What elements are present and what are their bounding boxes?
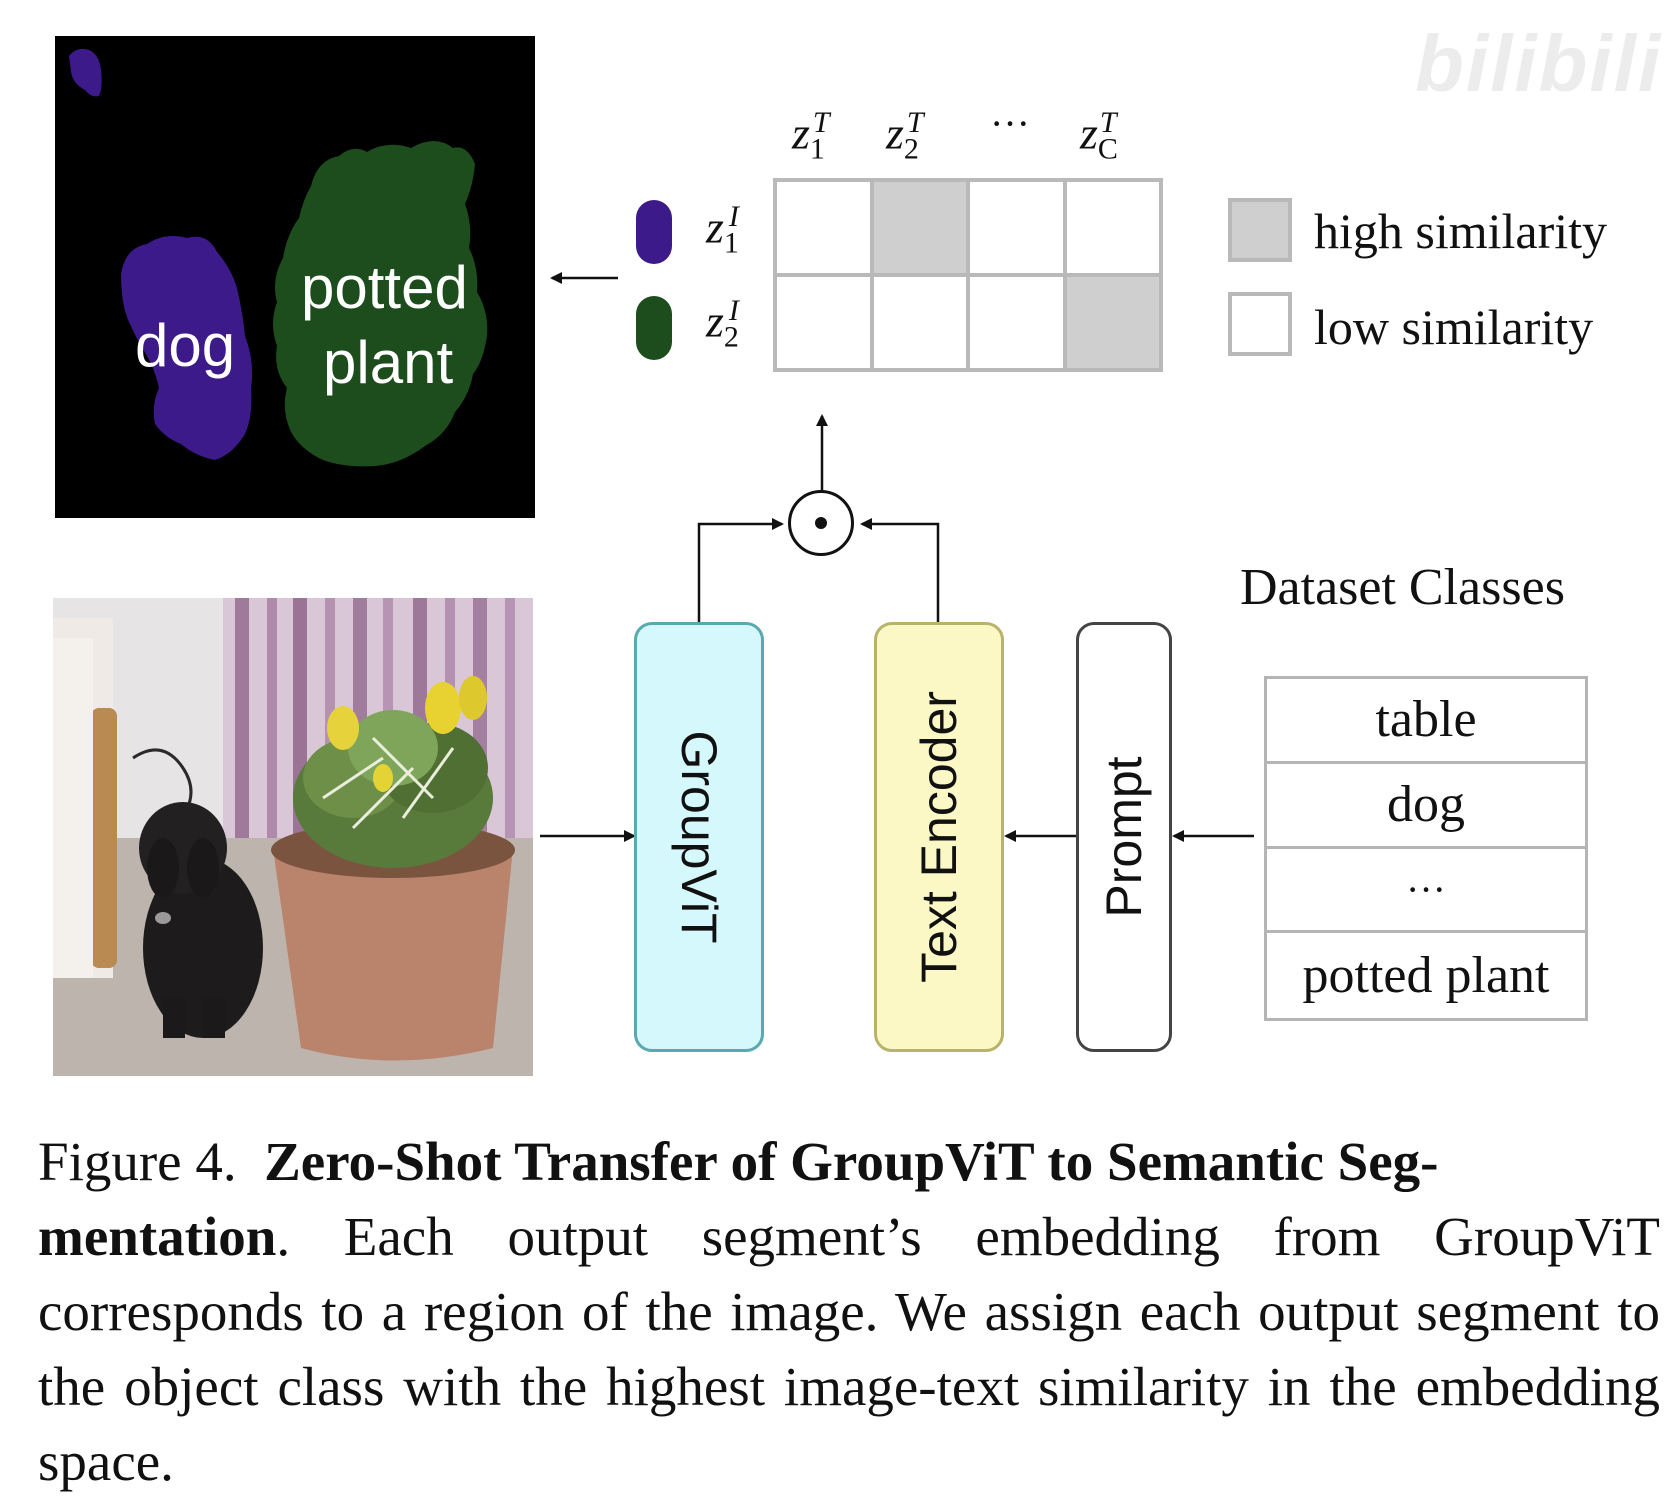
- dataset-classes-table: table dog ··· potted plant: [1264, 676, 1588, 1021]
- col-header-z1T: z1T: [792, 106, 830, 166]
- col-header-z2T: z2T: [886, 106, 924, 166]
- text-encoder-block: Text Encoder: [874, 622, 1004, 1052]
- text-encoder-label: Text Encoder: [911, 691, 967, 983]
- matrix-cell-r2-c2-low: [873, 277, 966, 368]
- row-header-z2I: z2I: [706, 294, 739, 354]
- matrix-cell-r1-c3-low: [970, 182, 1063, 273]
- matrix-cell-r1-c4-low: [1066, 182, 1159, 273]
- row-color-marker-2: [636, 296, 672, 360]
- dog-segment-fragment: [69, 48, 102, 97]
- class-row-ellipsis: ···: [1267, 849, 1585, 934]
- matrix-cell-r1-c1-low: [777, 182, 870, 273]
- row-header-z1I: z1I: [706, 200, 739, 260]
- segmentation-mask: [69, 48, 488, 467]
- diagram-connectors: [540, 272, 1254, 842]
- poodle: [139, 802, 263, 1038]
- row-color-marker-1: [636, 200, 672, 264]
- dog-and-plant-photo: [53, 598, 533, 1076]
- legend-label-high: high similarity: [1314, 203, 1608, 259]
- segmentation-output-image: dog potted plant: [55, 36, 535, 518]
- dog-segment: [121, 236, 253, 460]
- dot-product-dot: [815, 517, 827, 529]
- col-header-zCT: zCT: [1080, 106, 1118, 166]
- arrow-textencoder-to-operator: [860, 518, 940, 622]
- matrix-cell-r2-c4-high: [1066, 277, 1159, 368]
- prompt-block: Prompt: [1076, 622, 1172, 1052]
- legend-label-low: low similarity: [1314, 299, 1594, 355]
- class-row-potted-plant: potted plant: [1302, 947, 1550, 1005]
- col-header-ellipsis: ···: [990, 101, 1030, 146]
- dog-segment-label: dog: [135, 312, 236, 379]
- matrix-cell-r2-c1-low: [777, 277, 870, 368]
- potted-segment-label: potted: [301, 254, 468, 321]
- plant-segment: [273, 141, 488, 467]
- class-row-table: table: [1267, 679, 1585, 764]
- plant-segment-label: plant: [323, 329, 454, 396]
- caption-bold-title: Zero-Shot Transfer of GroupViT to Semant…: [38, 1131, 1439, 1267]
- similarity-matrix: [773, 178, 1163, 372]
- caption-body: . Each output segment’s embedding from G…: [38, 1206, 1660, 1492]
- prompt-label: Prompt: [1096, 756, 1152, 918]
- plant-leaves: [293, 676, 493, 868]
- arrow-groupvit-to-operator: [697, 518, 784, 622]
- caption-prefix: Figure 4.: [38, 1131, 237, 1192]
- legend-swatch-high: [1228, 198, 1292, 262]
- plant-pot: [273, 848, 513, 1061]
- chair: [53, 618, 117, 978]
- groupvit-label: GroupViT: [671, 730, 727, 944]
- class-row-dog: dog: [1267, 764, 1585, 849]
- figure-caption: Figure 4. Zero-Shot Transfer of GroupViT…: [38, 1124, 1660, 1499]
- matrix-cell-r1-c2-high: [873, 182, 966, 273]
- input-photo: [53, 598, 533, 1076]
- dataset-classes-title: Dataset Classes: [1240, 559, 1565, 616]
- bilibili-watermark: bilibili: [1415, 19, 1663, 108]
- groupvit-block: GroupViT: [634, 622, 764, 1052]
- legend-swatch-low: [1228, 292, 1292, 356]
- dot-product-operator: [788, 490, 854, 556]
- matrix-cell-r2-c3-low: [970, 277, 1063, 368]
